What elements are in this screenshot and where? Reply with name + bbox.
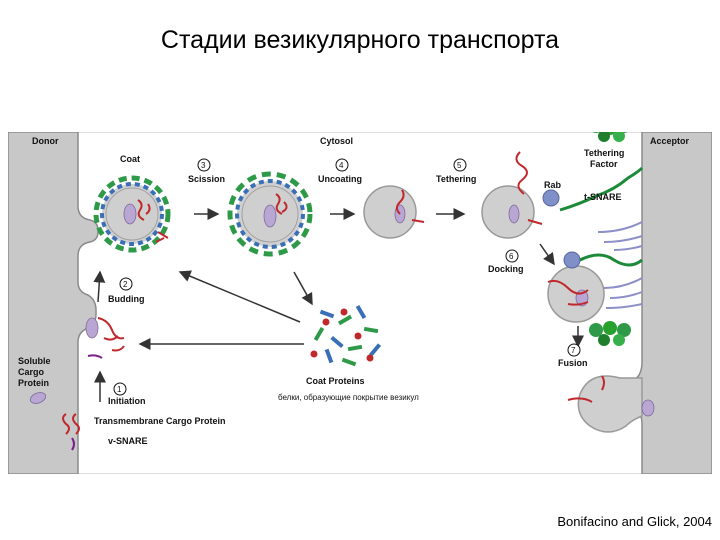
donor-cargo bbox=[29, 317, 125, 451]
svg-text:Docking: Docking bbox=[488, 264, 524, 274]
tethering-factor-label-2: Factor bbox=[590, 159, 618, 169]
svg-text:Scission: Scission bbox=[188, 174, 225, 184]
svg-text:2: 2 bbox=[123, 280, 128, 289]
svg-text:Fusion: Fusion bbox=[558, 358, 588, 368]
coat-proteins-pool bbox=[310, 304, 382, 367]
transmembrane-cargo-label: Transmembrane Cargo Protein bbox=[94, 416, 226, 426]
scission-coated-vesicle bbox=[227, 171, 313, 257]
svg-text:7: 7 bbox=[571, 346, 576, 355]
tethering-factor-cluster bbox=[592, 132, 628, 142]
stage-4: 4 Uncoating bbox=[318, 158, 362, 184]
stage-3: 3 Scission bbox=[188, 158, 225, 184]
acceptor-label: Acceptor bbox=[650, 136, 690, 146]
tethering-factor-label-1: Tethering bbox=[584, 148, 624, 158]
soluble-cargo-label-2: Cargo bbox=[18, 367, 45, 377]
process-arrows bbox=[93, 208, 584, 402]
t-snare-lines-upper bbox=[597, 221, 643, 251]
soluble-cargo-label-1: Soluble bbox=[18, 356, 51, 366]
budding-coated-vesicle bbox=[93, 175, 171, 253]
tethering-factor-strand bbox=[559, 166, 644, 212]
docking-vesicle bbox=[547, 251, 643, 323]
coat-proteins-ru-label: белки, образующие покрытие везикул bbox=[278, 393, 419, 402]
uncoated-vesicle bbox=[363, 185, 425, 239]
svg-text:Initiation: Initiation bbox=[108, 396, 146, 406]
rab-label: Rab bbox=[544, 180, 562, 190]
stage-7: 7 Fusion bbox=[558, 343, 588, 368]
stage-1: 1 Initiation bbox=[108, 382, 146, 406]
v-snare-label: v-SNARE bbox=[108, 436, 148, 446]
svg-text:Budding: Budding bbox=[108, 294, 145, 304]
coat-proteins-label: Coat Proteins bbox=[306, 376, 365, 386]
fusion-vesicle bbox=[567, 375, 655, 433]
donor-label: Donor bbox=[32, 136, 59, 146]
svg-text:5: 5 bbox=[457, 161, 462, 170]
svg-text:Uncoating: Uncoating bbox=[318, 174, 362, 184]
svg-text:3: 3 bbox=[201, 161, 206, 170]
t-snare-label: t-SNARE bbox=[584, 192, 622, 202]
coat-label: Coat bbox=[120, 154, 140, 164]
fusion-green-cluster bbox=[589, 321, 631, 346]
svg-text:4: 4 bbox=[339, 161, 344, 170]
vesicular-transport-diagram: Donor Cytosol Acceptor bbox=[8, 132, 712, 474]
stage-2: 2 Budding bbox=[108, 277, 145, 304]
cytosol-label: Cytosol bbox=[320, 136, 353, 146]
stage-5: 5 Tethering bbox=[436, 158, 476, 184]
svg-text:Tethering: Tethering bbox=[436, 174, 476, 184]
citation: Bonifacino and Glick, 2004 bbox=[557, 514, 712, 529]
svg-text:6: 6 bbox=[509, 252, 514, 261]
svg-text:1: 1 bbox=[117, 385, 122, 394]
soluble-cargo-label-3: Protein bbox=[18, 378, 49, 388]
stage-6: 6 Docking bbox=[488, 249, 524, 274]
slide-title: Стадии везикулярного транспорта bbox=[160, 26, 560, 54]
tethering-vesicle bbox=[481, 151, 560, 239]
